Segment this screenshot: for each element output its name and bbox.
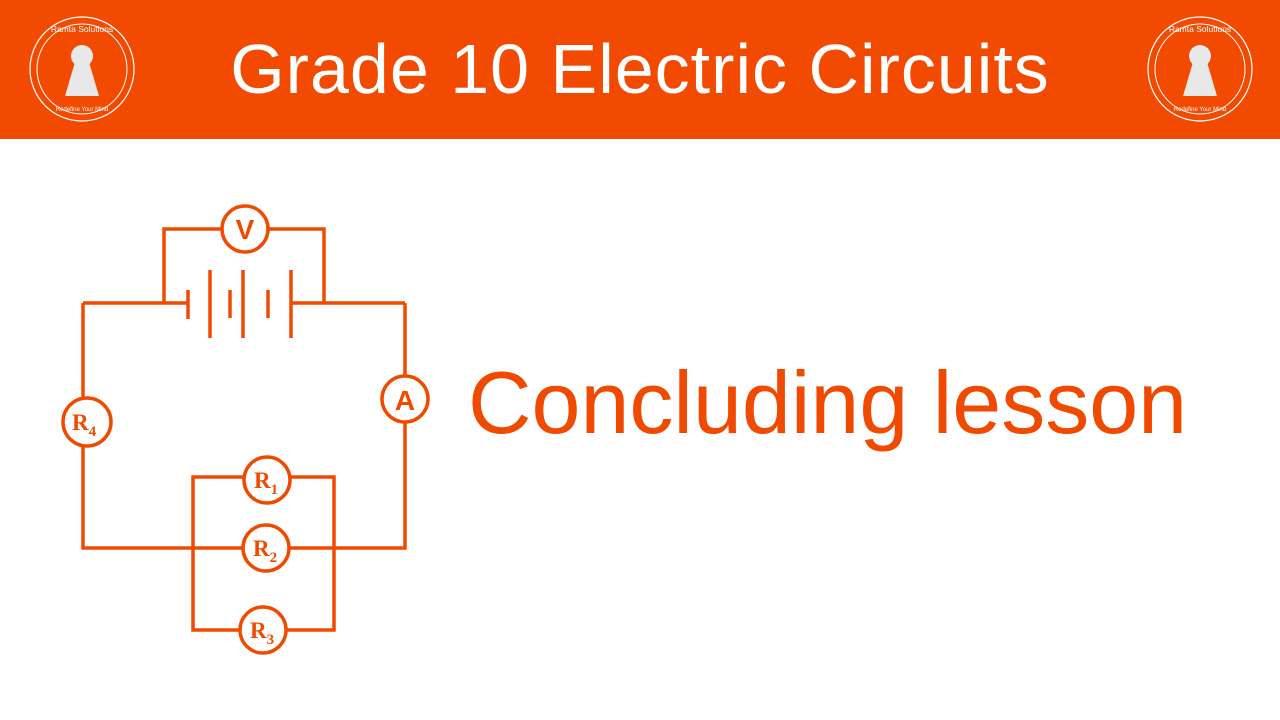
ramta-solutions-logo-left: Ramta Solutions Redefine Your Mind — [29, 16, 135, 122]
svg-text:Redefine Your Mind: Redefine Your Mind — [56, 107, 108, 113]
svg-text:R3: R3 — [250, 618, 274, 648]
ramta-solutions-logo-right: Ramta Solutions Redefine Your Mind — [1147, 16, 1253, 122]
resistor-r1: R1 — [242, 455, 292, 505]
svg-text:V: V — [236, 214, 255, 245]
header-bar — [0, 0, 1280, 139]
svg-text:Redefine Your Mind: Redefine Your Mind — [1174, 107, 1226, 113]
svg-text:R4: R4 — [72, 410, 97, 440]
svg-text:R1: R1 — [254, 468, 278, 498]
svg-text:Ramta Solutions: Ramta Solutions — [1169, 24, 1231, 34]
resistor-r4: R4 — [61, 396, 113, 448]
lesson-subtitle: Concluding lesson — [468, 353, 1188, 452]
voltmeter: V — [220, 204, 270, 254]
svg-text:R2: R2 — [253, 536, 277, 566]
resistor-r3: R3 — [238, 605, 288, 655]
resistor-r2: R2 — [241, 523, 291, 573]
page-title: Grade 10 Electric Circuits — [230, 30, 1050, 108]
svg-text:Ramta Solutions: Ramta Solutions — [51, 24, 113, 34]
svg-text:A: A — [395, 385, 415, 416]
ammeter: A — [380, 374, 430, 424]
battery-icon — [186, 270, 293, 338]
